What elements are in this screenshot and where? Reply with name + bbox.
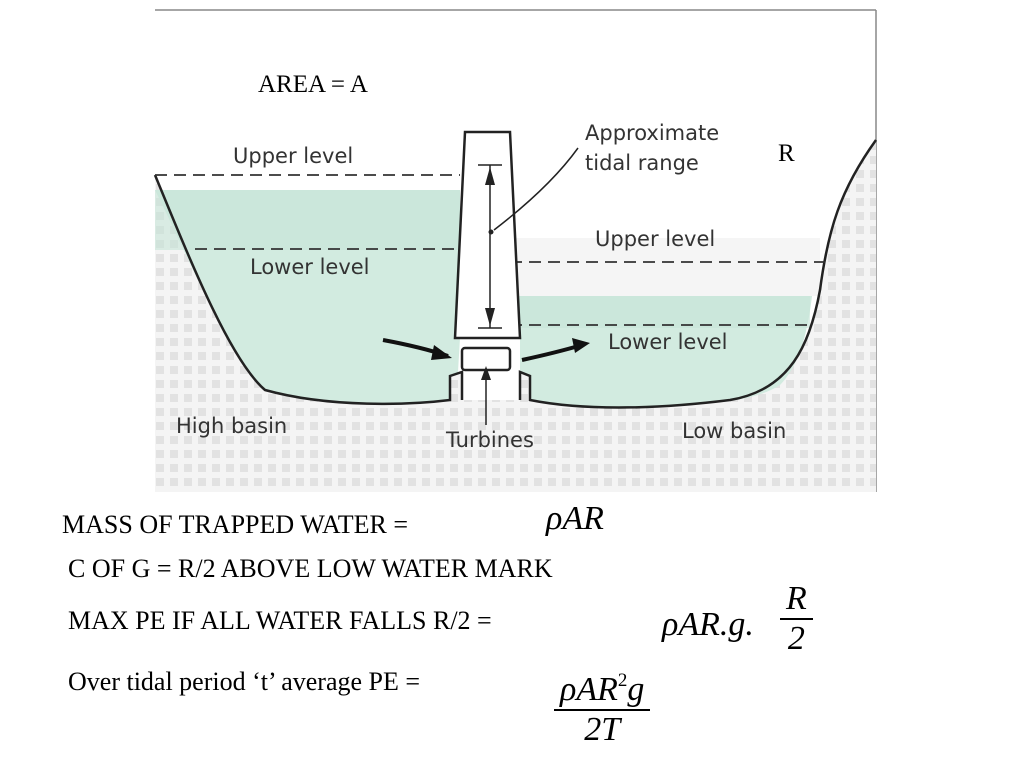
mass-label: MASS OF TRAPPED WATER = [62,510,409,539]
average-pe-fraction: ρAR2g 2T [554,670,651,749]
average-pe-num-tail: g [627,671,645,708]
area-label: AREA = A [258,71,368,98]
barrage-wall [453,130,522,340]
average-pe-numerator: ρAR2g [554,670,650,709]
max-pe-numerator: R [786,580,807,617]
max-pe-expression: ρAR.g. [662,606,754,643]
max-pe-label: MAX PE IF ALL WATER FALLS R/2 = [68,606,492,635]
upper-level-label-right: Upper level [595,227,715,251]
turbines-label: Turbines [445,428,534,452]
average-pe-denominator: 2T [584,711,621,748]
average-pe-label: Over tidal period ‘t’ average PE = [68,667,421,696]
approximate-label: Approximate [585,121,719,145]
mass-expression: ρAR [546,500,604,537]
basin-outline [153,174,464,406]
range-symbol: R [778,140,795,167]
tidal-barrage-diagram: AREA = A R Upper level Lower level Appro… [153,9,878,492]
low-basin-label: Low basin [682,419,786,443]
average-pe-num-main: ρAR [560,671,618,708]
average-pe-fraction-bar [554,709,651,711]
max-pe-fraction: R 2 [780,580,813,658]
max-pe-fraction-bar [780,618,813,620]
max-pe-denominator: 2 [787,620,805,657]
high-basin-label: High basin [176,414,287,438]
upper-level-label-left: Upper level [233,144,353,168]
average-pe-num-exponent: 2 [617,670,628,691]
tidal-range-label: tidal range [585,151,699,175]
lower-level-label-right: Lower level [608,330,728,354]
lower-level-label-left: Lower level [250,255,370,279]
center-of-gravity-label: C OF G = R/2 ABOVE LOW WATER MARK [68,554,553,583]
